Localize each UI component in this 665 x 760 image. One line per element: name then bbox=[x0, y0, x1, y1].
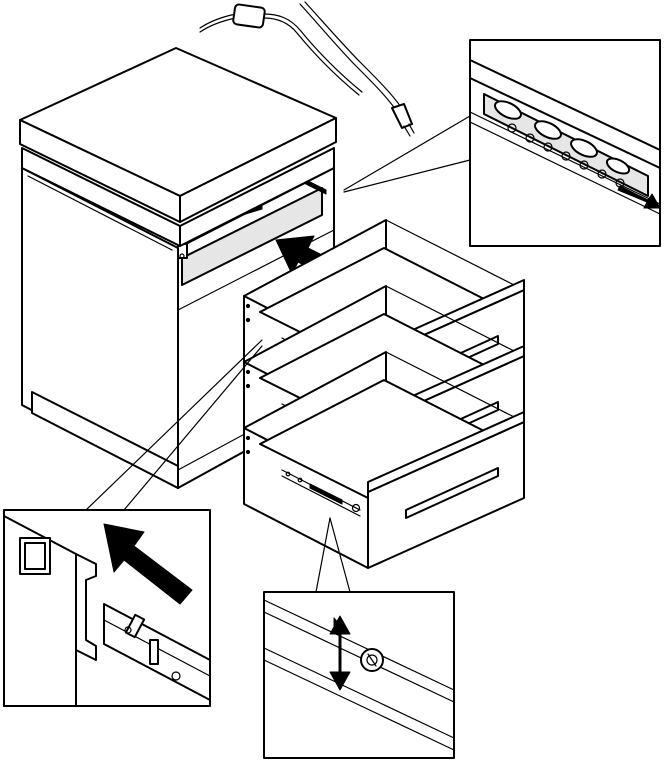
cabinet-top bbox=[19, 47, 337, 247]
callout-height-adjust bbox=[263, 517, 455, 759]
power-cable bbox=[199, 1, 415, 137]
callout-insert-detail bbox=[3, 339, 263, 707]
arrow-left-up-icon bbox=[103, 523, 193, 605]
double-arrow-vertical-icon bbox=[329, 615, 351, 691]
adjust-cam bbox=[360, 648, 384, 672]
arrow-right-down-icon bbox=[617, 185, 661, 209]
callout-slide-release bbox=[343, 39, 661, 247]
rail-slots bbox=[494, 100, 631, 188]
